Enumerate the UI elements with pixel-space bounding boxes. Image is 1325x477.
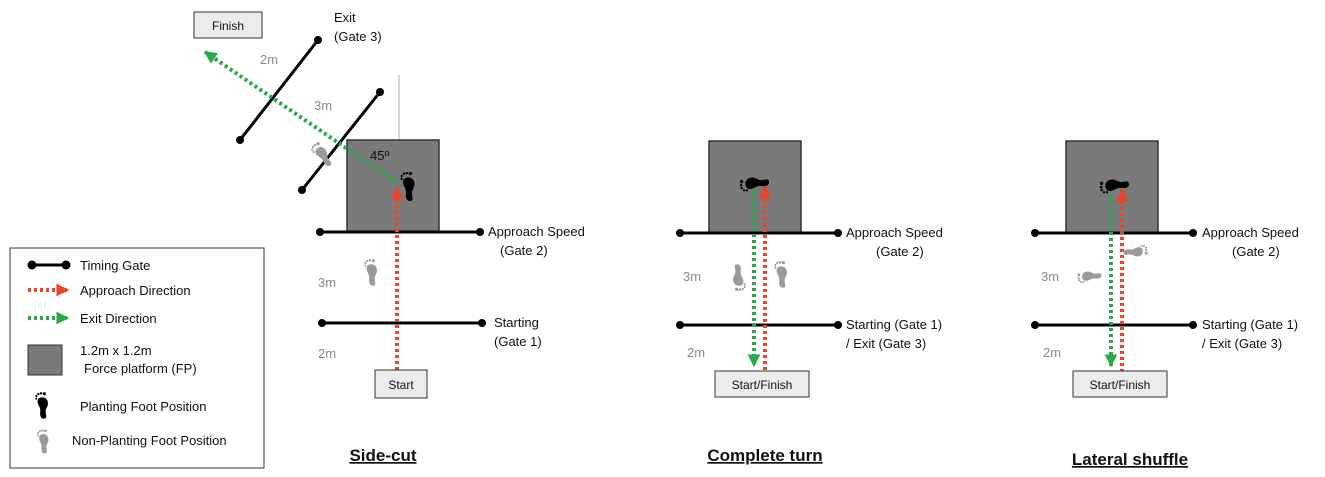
distance-label: 2m — [1043, 345, 1061, 360]
starting-gate-post-left — [676, 321, 684, 329]
force-platform — [346, 139, 440, 233]
exit-gate-post-right — [314, 36, 322, 44]
starting-gate-post-right — [1189, 321, 1197, 329]
exit-arrow — [203, 50, 398, 184]
non-planting-foot-icon — [1123, 245, 1148, 257]
starting-gate-sublabel: / Exit (Gate 3) — [846, 336, 926, 351]
approach-gate-sublabel: (Gate 2) — [876, 244, 924, 259]
approach-gate-post-left — [676, 229, 684, 237]
angle-label: 45º — [370, 148, 389, 163]
exit-gate-post-left — [236, 136, 244, 144]
approach-gate-post-left — [316, 228, 324, 236]
distance-label: 2m — [687, 345, 705, 360]
non-planting-foot-icon — [774, 261, 787, 288]
non-planting-foot-icon — [1077, 271, 1102, 283]
cut-gate-post-right — [376, 88, 384, 96]
legend-force-platform-sub: Force platform (FP) — [84, 361, 197, 376]
approach-gate-post-right — [476, 228, 484, 236]
legend: Timing Gate Approach Direction Exit Dire… — [9, 247, 265, 469]
distance-label: 3m — [683, 269, 701, 284]
legend-force-platform: 1.2m x 1.2m — [80, 343, 152, 358]
side-cut-diagram: 45º Finish Start Exit (Gate 3) App — [193, 10, 585, 465]
start-finish-label: Start/Finish — [732, 378, 793, 392]
timing-gate-legend-post — [27, 260, 37, 270]
side-cut-title: Side-cut — [349, 446, 416, 465]
distance-label: 3m — [1041, 269, 1059, 284]
finish-box — [193, 11, 263, 39]
start-box — [374, 369, 428, 399]
starting-gate-post-left — [1031, 321, 1039, 329]
distance-label: 3m — [318, 275, 336, 290]
finish-label: Finish — [212, 19, 244, 33]
starting-gate-sublabel: (Gate 1) — [494, 334, 542, 349]
starting-gate-post-right — [478, 319, 486, 327]
non-planting-foot-icon — [733, 264, 746, 291]
lateral-shuffle-title: Lateral shuffle — [1072, 450, 1188, 469]
cut-gate-line — [300, 91, 382, 191]
cut-gate-post-left — [298, 186, 306, 194]
starting-gate-label: Starting (Gate 1) — [1202, 317, 1298, 332]
start-finish-box — [1072, 370, 1168, 398]
force-platform-legend-icon — [27, 344, 63, 376]
distance-label: 3m — [314, 98, 332, 113]
starting-gate-post-right — [834, 321, 842, 329]
start-finish-label: Start/Finish — [1090, 378, 1151, 392]
approach-gate-label: Approach Speed — [846, 225, 943, 240]
start-label: Start — [388, 378, 414, 392]
distance-label: 2m — [260, 52, 278, 67]
approach-gate-post-right — [1189, 229, 1197, 237]
legend-non-planting-foot: Non-Planting Foot Position — [72, 433, 227, 448]
starting-gate-label: Starting (Gate 1) — [846, 317, 942, 332]
approach-gate-post-right — [834, 229, 842, 237]
approach-gate-sublabel: (Gate 2) — [1232, 244, 1280, 259]
timing-gate-legend-post — [61, 260, 71, 270]
approach-gate-post-left — [1031, 229, 1039, 237]
starting-gate-label: Starting — [494, 315, 539, 330]
approach-gate-label: Approach Speed — [1202, 225, 1299, 240]
legend-exit-direction: Exit Direction — [80, 311, 157, 326]
complete-turn-title: Complete turn — [707, 446, 822, 465]
complete-turn-diagram: Start/Finish Approach Speed (Gate 2) Sta… — [676, 140, 943, 465]
distance-label: 2m — [318, 346, 336, 361]
exit-gate-sublabel: (Gate 3) — [334, 29, 382, 44]
legend-timing-gate: Timing Gate — [80, 258, 150, 273]
legend-planting-foot: Planting Foot Position — [80, 399, 206, 414]
approach-gate-sublabel: (Gate 2) — [500, 243, 548, 258]
legend-approach-direction: Approach Direction — [80, 283, 191, 298]
lateral-shuffle-diagram: Start/Finish Approach Speed (Gate 2) Sta… — [1031, 140, 1299, 469]
exit-gate-line — [238, 39, 320, 141]
approach-gate-label: Approach Speed — [488, 224, 585, 239]
exit-gate-label: Exit — [334, 10, 356, 25]
starting-gate-post-left — [318, 319, 326, 327]
non-planting-foot-icon — [364, 259, 377, 286]
start-finish-box — [714, 370, 810, 398]
starting-gate-sublabel: / Exit (Gate 3) — [1202, 336, 1282, 351]
